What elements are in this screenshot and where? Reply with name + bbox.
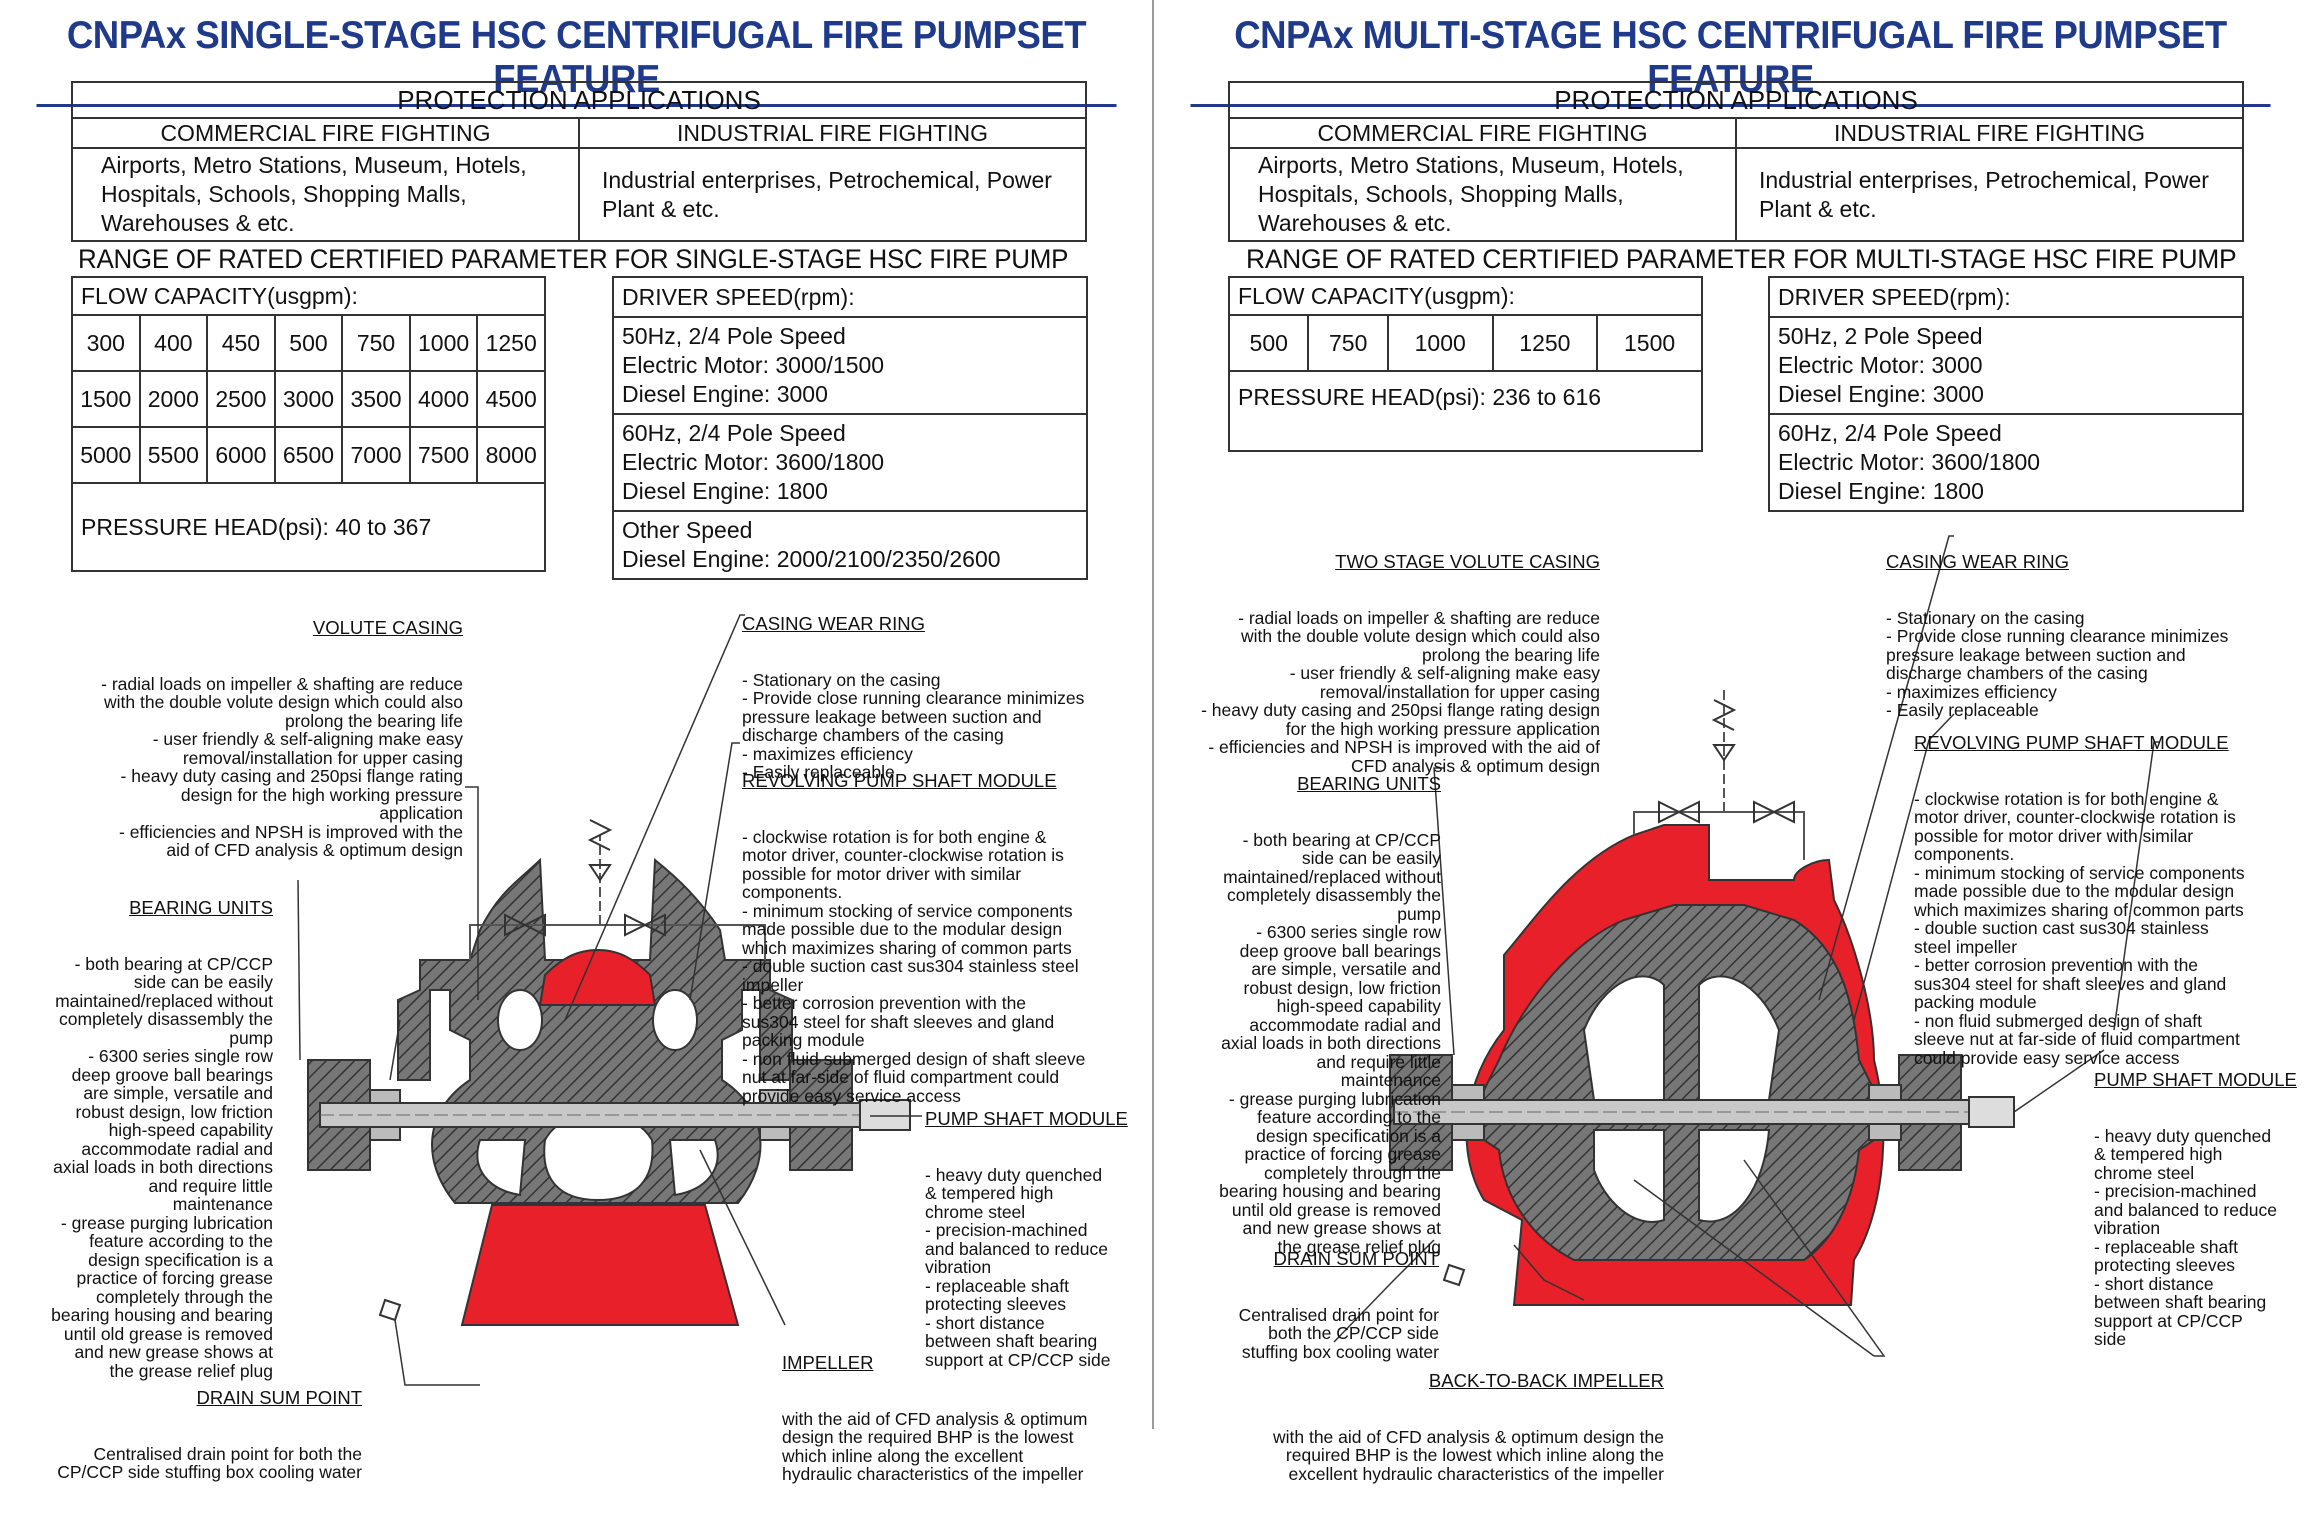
pump-casing xyxy=(1483,904,1875,1261)
flow-cell: 1500 xyxy=(1596,314,1703,372)
industrial-header: INDUSTRIAL FIRE FIGHTING xyxy=(1735,117,2244,149)
note-casing-wear-ring: CASING WEAR RING - Stationary on the cas… xyxy=(1886,551,2229,720)
protection-applications-table: PROTECTION APPLICATIONS COMMERCIAL FIRE … xyxy=(71,81,1087,242)
driver-label: DRIVER SPEED(rpm): xyxy=(1768,276,2244,318)
flow-cell: 1250 xyxy=(476,314,546,372)
flow-cell: 4000 xyxy=(408,370,479,428)
commercial-header: COMMERCIAL FIRE FIGHTING xyxy=(71,117,580,149)
flow-cell: 2000 xyxy=(138,370,209,428)
protection-applications-table: PROTECTION APPLICATIONS COMMERCIAL FIRE … xyxy=(1228,81,2244,242)
protection-title: PROTECTION APPLICATIONS xyxy=(71,81,1087,119)
multi-stage-pump-drawing xyxy=(1333,535,2159,1357)
flow-cell: 500 xyxy=(1227,314,1310,372)
flow-cell: 5500 xyxy=(138,426,209,484)
flow-cell: 1250 xyxy=(1491,314,1599,372)
flow-cell: 7500 xyxy=(408,426,479,484)
commercial-body: Airports, Metro Stations, Museum, Hotels… xyxy=(71,147,580,242)
commercial-header: COMMERCIAL FIRE FIGHTING xyxy=(1228,117,1737,149)
note-revolving-shaft-module: REVOLVING PUMP SHAFT MODULE - clockwise … xyxy=(742,770,1086,1106)
note-volute-casing: VOLUTE CASING - radial loads on impeller… xyxy=(101,617,463,860)
flow-cell: 400 xyxy=(138,314,209,372)
note-impeller: IMPELLER with the aid of CFD analysis & … xyxy=(782,1352,1088,1484)
panel-title: CNPAx MULTI-STAGE HSC CENTRIFUGAL FIRE P… xyxy=(1154,14,2307,107)
range-title: RANGE OF RATED CERTIFIED PARAMETER FOR M… xyxy=(1246,244,2237,274)
note-pump-shaft-module: PUMP SHAFT MODULE - heavy duty quenched&… xyxy=(2094,1069,2297,1349)
flow-cell: 8000 xyxy=(476,426,546,484)
range-title: RANGE OF RATED CERTIFIED PARAMETER FOR S… xyxy=(78,244,1069,274)
flow-cell: 1500 xyxy=(71,370,141,428)
flow-cell: 3500 xyxy=(341,370,411,428)
flow-cell: 750 xyxy=(1307,314,1389,372)
single-stage-panel: CNPAx SINGLE-STAGE HSC CENTRIFUGAL FIRE … xyxy=(0,0,1153,1483)
base-red xyxy=(460,1204,740,1326)
industrial-header: INDUSTRIAL FIRE FIGHTING xyxy=(578,117,1087,149)
panel-divider xyxy=(1152,0,1154,1429)
note-revolving-shaft-module: REVOLVING PUMP SHAFT MODULE - clockwise … xyxy=(1914,732,2245,1068)
commercial-body: Airports, Metro Stations, Museum, Hotels… xyxy=(1228,147,1737,242)
flow-cell: 2500 xyxy=(206,370,276,428)
flow-label: FLOW CAPACITY(usgpm): xyxy=(71,276,546,316)
pressure-head: PRESSURE HEAD(psi): 236 to 616 xyxy=(1228,370,1703,452)
note-two-stage-volute-casing: TWO STAGE VOLUTE CASING - radial loads o… xyxy=(1201,551,1600,776)
flow-cell: 5000 xyxy=(71,426,141,484)
flow-cell: 450 xyxy=(206,314,276,372)
flow-cell: 6500 xyxy=(273,426,344,484)
flow-cell: 750 xyxy=(341,314,411,372)
note-casing-wear-ring: CASING WEAR RING - Stationary on the cas… xyxy=(742,613,1085,782)
multi-stage-panel: CNPAx MULTI-STAGE HSC CENTRIFUGAL FIRE P… xyxy=(1154,0,2307,1483)
note-back-to-back-impeller: BACK-TO-BACK IMPELLER with the aid of CF… xyxy=(1272,1370,1664,1484)
flow-cell: 300 xyxy=(71,314,141,372)
protection-title: PROTECTION APPLICATIONS xyxy=(1228,81,2244,119)
note-drain-sum-point: DRAIN SUM POINT Centralised drain point … xyxy=(1238,1248,1439,1362)
driver-label: DRIVER SPEED(rpm): xyxy=(612,276,1088,318)
flow-cell: 500 xyxy=(273,314,344,372)
flow-cell: 1000 xyxy=(408,314,479,372)
note-pump-shaft-module: PUMP SHAFT MODULE - heavy duty quenched&… xyxy=(925,1108,1128,1370)
flow-cell: 4500 xyxy=(476,370,546,428)
single-stage-pump-drawing xyxy=(297,614,922,1386)
pressure-head: PRESSURE HEAD(psi): 40 to 367 xyxy=(71,482,546,572)
industrial-body: Industrial enterprises, Petrochemical, P… xyxy=(1735,147,2244,242)
flow-cell: 1000 xyxy=(1386,314,1494,372)
flow-cell: 3000 xyxy=(273,370,344,428)
flow-cell: 7000 xyxy=(341,426,411,484)
top-red-cap xyxy=(538,948,657,1006)
note-drain-sum-point: DRAIN SUM POINT Centralised drain point … xyxy=(57,1387,362,1482)
flow-cell: 6000 xyxy=(206,426,276,484)
flow-label: FLOW CAPACITY(usgpm): xyxy=(1228,276,1703,316)
industrial-body: Industrial enterprises, Petrochemical, P… xyxy=(578,147,1087,242)
